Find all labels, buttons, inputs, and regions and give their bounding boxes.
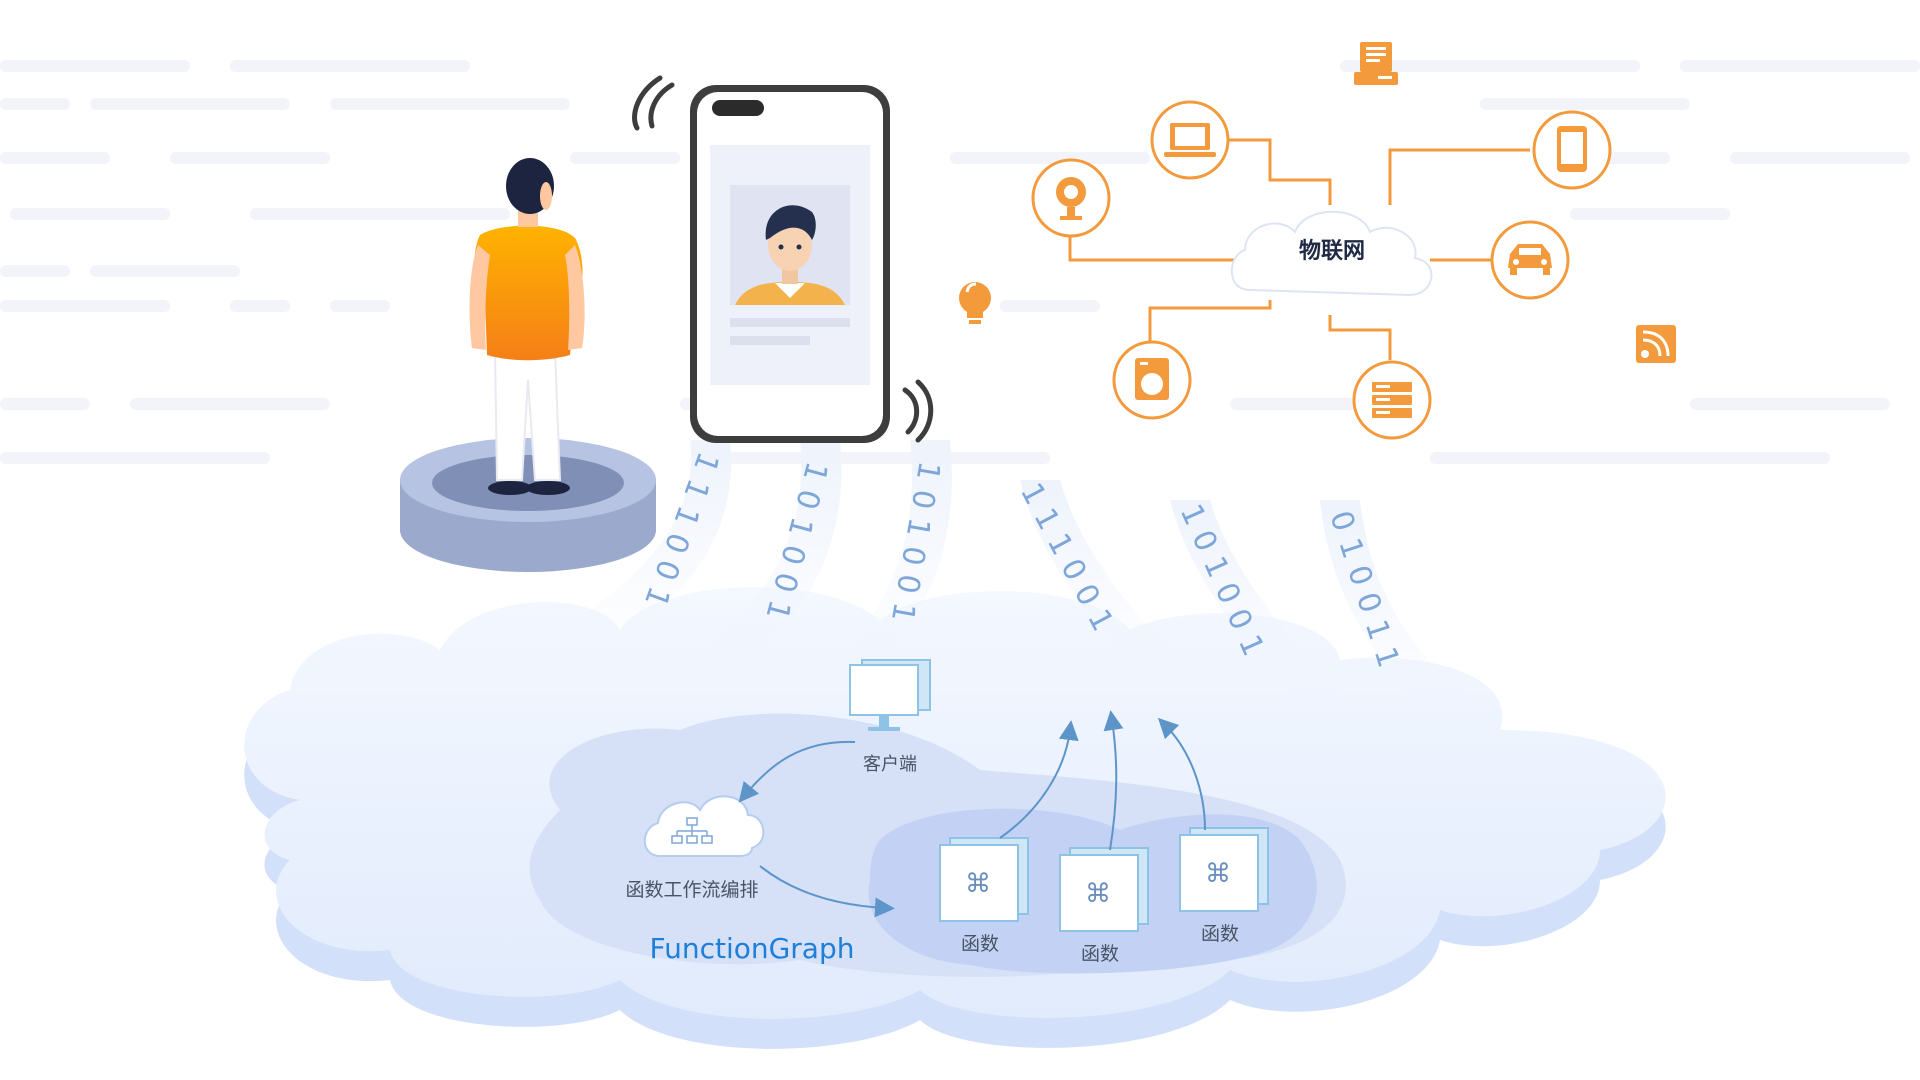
- iot-connector-line: [1388, 148, 1530, 205]
- iot-cloud: 物联网: [1230, 210, 1433, 297]
- function-label: 函数: [961, 933, 999, 955]
- arrow-function-up: [999, 720, 1079, 839]
- function-card: ⌘: [1179, 827, 1269, 912]
- binary-stream-band: [1320, 500, 1470, 720]
- client-monitor-icon: [849, 659, 931, 731]
- binary-stream-band: [1020, 480, 1180, 670]
- iot-network: [1068, 138, 1530, 360]
- arrow-function-up: [1103, 710, 1124, 851]
- binary-stream-band: [840, 440, 952, 665]
- background-stripes: [0, 60, 1920, 464]
- rss-feed-icon: [1636, 325, 1676, 363]
- iot-connector-line: [1328, 315, 1392, 360]
- printer-icon: [1354, 42, 1398, 85]
- function-icon: ⌘: [1085, 879, 1111, 909]
- lightbulb-icon: [959, 282, 991, 324]
- iot-connector-line: [1225, 138, 1332, 205]
- function-card: ⌘: [1059, 847, 1149, 932]
- car-icon: [1490, 220, 1570, 300]
- cloud-platform: [244, 587, 1666, 1049]
- workflow-cloud-icon: [643, 795, 765, 857]
- workflow-label: 函数工作流编排: [625, 879, 758, 901]
- arrow-workflow-to-functions: [759, 865, 895, 918]
- tablet-icon: [1532, 110, 1612, 190]
- binary-stream-band: [690, 440, 842, 670]
- iot-devices: [1031, 100, 1612, 440]
- iot-connector-line: [1068, 235, 1235, 262]
- iot-title: 物联网: [1299, 238, 1365, 264]
- function-label: 函数: [1201, 923, 1239, 945]
- washing-machine-icon: [1112, 340, 1192, 420]
- function-icon: ⌘: [1205, 859, 1231, 889]
- binary-stream-band: [560, 440, 732, 650]
- webcam-icon: [1031, 158, 1111, 238]
- binary-stream-band: [1170, 500, 1340, 700]
- arrow-client-to-workflow: [738, 740, 856, 803]
- function-icon: ⌘: [965, 869, 991, 899]
- face-avatar-icon: [735, 205, 845, 305]
- laptop-icon: [1150, 100, 1230, 180]
- user-figure: [400, 158, 656, 572]
- function-label: 函数: [1081, 943, 1119, 965]
- server-rack-icon: [1352, 360, 1432, 440]
- iot-connector-line: [1148, 300, 1272, 345]
- flow-arrows: [738, 710, 1206, 918]
- function-card: ⌘: [939, 837, 1029, 922]
- binary-stream-text: 0 1 0 0 1 1: [1322, 507, 1405, 672]
- functiongraph-title: FunctionGraph: [650, 932, 855, 965]
- arrow-function-up: [1157, 717, 1206, 831]
- smartphone: [632, 75, 934, 443]
- front-camera-icon: [712, 100, 764, 116]
- client-label: 客户端: [863, 754, 917, 775]
